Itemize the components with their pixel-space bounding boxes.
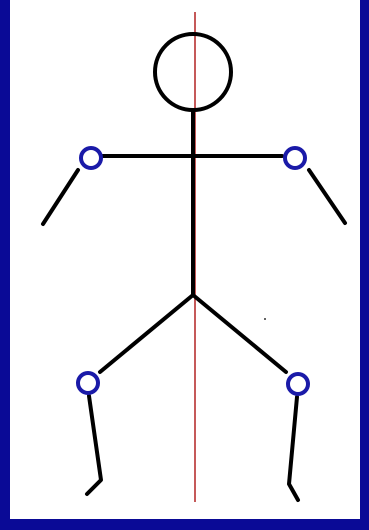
left-shin (87, 396, 101, 494)
right-thigh (193, 295, 286, 372)
head (155, 34, 231, 110)
right-knee-joint (288, 374, 308, 394)
left-arm (43, 170, 78, 224)
left-shoulder-joint (81, 148, 101, 168)
right-shin (289, 397, 298, 500)
right-shoulder-joint (285, 148, 305, 168)
left-knee-joint (78, 373, 98, 393)
stray-dot (264, 318, 266, 320)
right-arm (309, 170, 345, 223)
left-thigh (100, 295, 193, 372)
